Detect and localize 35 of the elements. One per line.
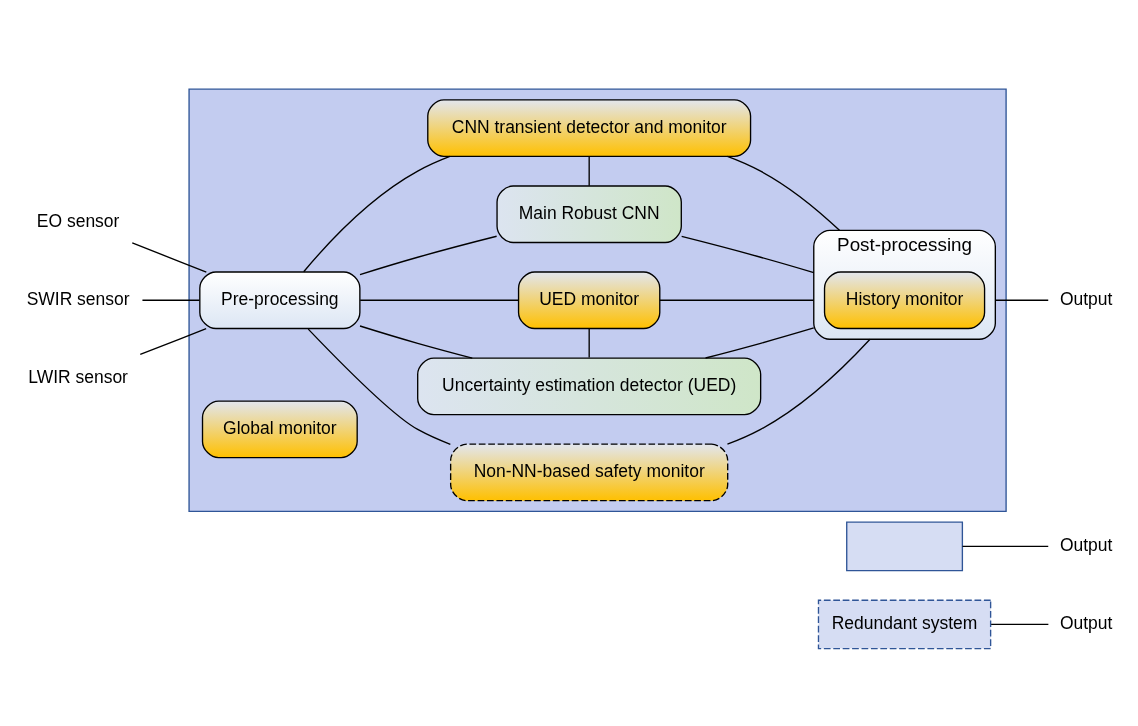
node-box [846,521,964,571]
node-box: Pre-processing [199,270,361,329]
connector [994,299,1049,301]
connector [726,155,841,231]
node-box: UED monitor [517,270,661,329]
connector [990,623,1050,625]
node-text: Output [1059,534,1113,555]
node-text: EO sensor [36,210,120,231]
connector [726,338,871,445]
connector [588,155,590,186]
connector [139,327,207,355]
connector [659,299,815,301]
connector [359,299,520,301]
connector [307,327,451,445]
connector [681,235,815,273]
connector [588,327,590,358]
connector [303,155,451,272]
connector [141,299,201,301]
cluster [188,87,1007,512]
node-text: LWIR sensor [28,366,128,387]
node-box: Global monitor [201,400,358,458]
connector [359,324,473,359]
node-text: SWIR sensor [26,288,130,309]
node-box: Uncertainty estimation detector (UED) [417,356,762,415]
connector [359,235,498,275]
connector [704,326,815,359]
node-text: Output [1059,288,1113,309]
connector [131,241,207,273]
node-box: History monitor [823,270,986,329]
connector [961,545,1049,547]
node-box: Non-NN-based safety monitor [449,443,729,501]
node-box: Redundant system [817,599,992,649]
node-box: CNN transient detector and monitor [427,98,752,157]
node-text: Output [1059,612,1113,633]
node-box: Main Robust CNN [496,184,682,243]
